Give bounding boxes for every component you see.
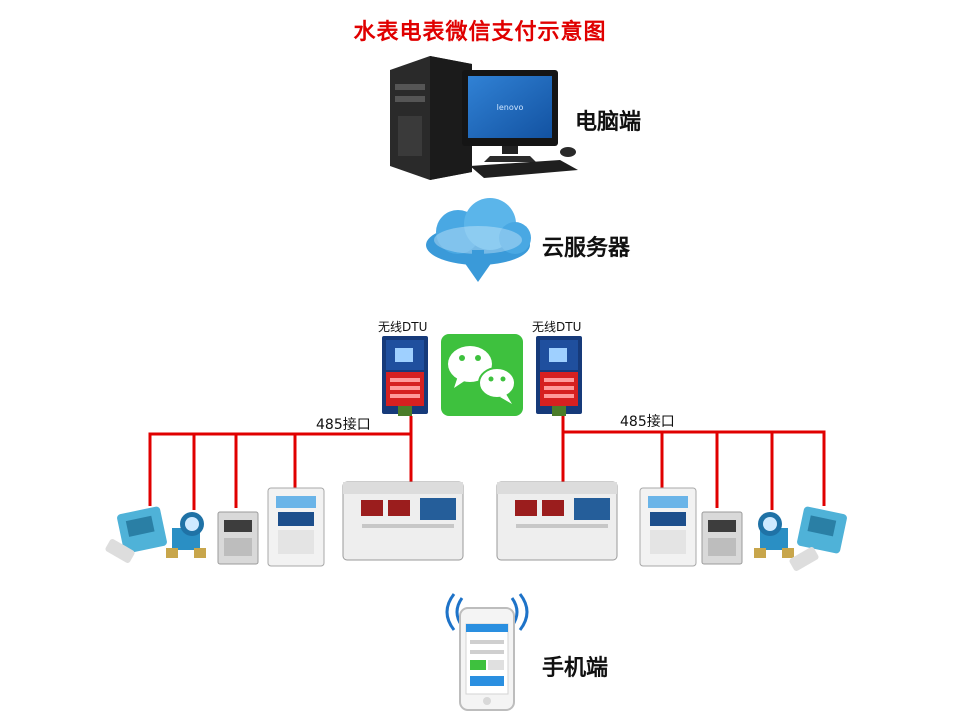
dtu-left-label: 无线DTU [378, 320, 428, 334]
concentrator-box-right-icon [496, 481, 618, 561]
ic-card-water-meter-right-icon [789, 506, 847, 571]
smartphone-wifi-icon [445, 593, 529, 711]
dtu-right-label: 无线DTU [532, 320, 582, 334]
bus-right-label: 485接口 [620, 414, 675, 430]
wechat-logo-icon [441, 334, 523, 416]
single-phase-meter-right-icon [701, 511, 743, 565]
rs485-bus-lines [148, 416, 826, 510]
computer-label: 电脑端 [575, 110, 642, 135]
water-meter-left-icon [166, 512, 206, 558]
water-meter-right-icon [754, 512, 794, 558]
cloud-upload-icon [426, 198, 531, 282]
prepaid-electric-meter-left-icon [267, 487, 325, 567]
desktop-computer-icon: lenovo [390, 56, 578, 180]
ic-card-water-meter-left-icon [105, 506, 167, 563]
concentrator-box-left-icon [342, 481, 464, 561]
mobile-label: 手机端 [542, 656, 609, 681]
prepaid-electric-meter-right-icon [639, 487, 697, 567]
bus-left-label: 485接口 [316, 417, 371, 433]
svg-text:lenovo: lenovo [497, 103, 524, 112]
cloud-server-label: 云服务器 [542, 236, 631, 261]
dtu-device-right-icon [536, 336, 582, 416]
diagram-title: 水表电表微信支付示意图 [353, 20, 607, 45]
single-phase-meter-left-icon [217, 511, 259, 565]
dtu-device-left-icon [382, 336, 428, 416]
